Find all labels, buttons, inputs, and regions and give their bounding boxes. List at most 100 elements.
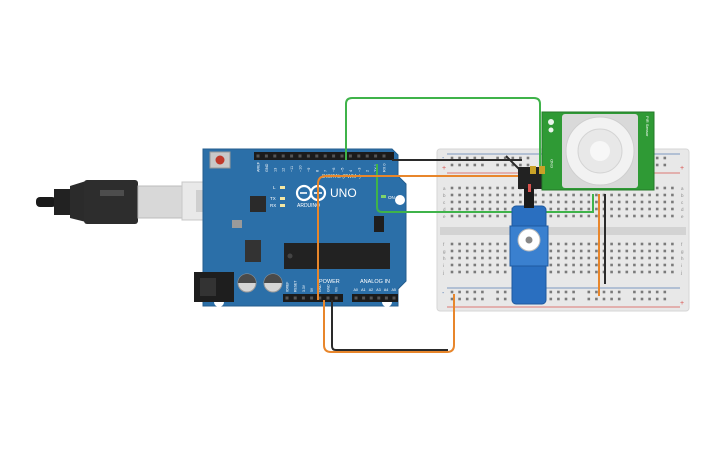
breadboard-hole[interactable] [458, 193, 461, 197]
breadboard-hole[interactable] [549, 263, 553, 267]
breadboard-hole[interactable] [610, 263, 613, 267]
breadboard-hole[interactable] [473, 186, 477, 190]
breadboard-hole[interactable] [557, 242, 560, 246]
rail-hole[interactable] [633, 290, 636, 294]
rail-hole[interactable] [617, 297, 621, 301]
rail-hole[interactable] [465, 156, 469, 160]
breadboard-hole[interactable] [450, 207, 454, 211]
breadboard-hole[interactable] [503, 200, 507, 204]
breadboard-hole[interactable] [648, 214, 651, 218]
breadboard-hole[interactable] [640, 270, 644, 274]
breadboard-hole[interactable] [633, 200, 636, 204]
breadboard-hole[interactable] [579, 200, 583, 204]
green-wire-servo[interactable] [376, 164, 594, 213]
breadboard-hole[interactable] [572, 270, 575, 274]
breadboard-hole[interactable] [671, 193, 674, 197]
rail-hole[interactable] [511, 156, 515, 160]
breadboard-hole[interactable] [564, 263, 568, 267]
breadboard-hole[interactable] [465, 263, 469, 267]
breadboard-hole[interactable] [465, 242, 469, 246]
breadboard-hole[interactable] [503, 242, 507, 246]
breadboard-hole[interactable] [496, 193, 499, 197]
breadboard-hole[interactable] [534, 193, 537, 197]
breadboard-hole[interactable] [595, 214, 598, 218]
analog-pin-hole[interactable] [384, 296, 388, 300]
rail-hole[interactable] [481, 290, 484, 294]
breadboard-hole[interactable] [655, 193, 659, 197]
breadboard-hole[interactable] [617, 242, 621, 246]
breadboard-hole[interactable] [564, 214, 568, 218]
breadboard-hole[interactable] [557, 263, 560, 267]
rail-hole[interactable] [564, 297, 568, 301]
rail-hole[interactable] [648, 297, 651, 301]
breadboard-hole[interactable] [481, 186, 484, 190]
rail-hole[interactable] [610, 297, 613, 301]
digital-pin-hole[interactable] [315, 154, 319, 158]
breadboard-hole[interactable] [572, 214, 575, 218]
breadboard-hole[interactable] [648, 242, 651, 246]
breadboard-hole[interactable] [648, 263, 651, 267]
rail-hole[interactable] [595, 290, 598, 294]
orange-wire-top[interactable] [317, 175, 540, 300]
analog-pin-hole[interactable] [392, 296, 396, 300]
rail-hole[interactable] [496, 297, 499, 301]
breadboard-hole[interactable] [579, 193, 583, 197]
digital-pin-hole[interactable] [298, 154, 302, 158]
breadboard-hole[interactable] [465, 200, 469, 204]
breadboard-hole[interactable] [648, 207, 651, 211]
breadboard-hole[interactable] [633, 256, 636, 260]
rail-hole[interactable] [655, 156, 659, 160]
breadboard-hole[interactable] [549, 242, 553, 246]
digital-pin-hole[interactable] [323, 154, 327, 158]
rail-hole[interactable] [572, 297, 575, 301]
breadboard-hole[interactable] [572, 249, 575, 253]
breadboard-hole[interactable] [511, 186, 515, 190]
digital-pin-hole[interactable] [365, 154, 369, 158]
breadboard-hole[interactable] [625, 214, 629, 218]
rail-hole[interactable] [496, 156, 499, 160]
digital-pin-hole[interactable] [281, 154, 285, 158]
breadboard-hole[interactable] [671, 270, 674, 274]
breadboard-hole[interactable] [488, 186, 492, 190]
rail-hole[interactable] [503, 163, 507, 167]
breadboard-hole[interactable] [564, 242, 568, 246]
pir-header-pins[interactable] [530, 166, 545, 174]
breadboard-hole[interactable] [549, 270, 553, 274]
breadboard-hole[interactable] [610, 193, 613, 197]
breadboard-hole[interactable] [595, 200, 598, 204]
breadboard-hole[interactable] [450, 186, 454, 190]
breadboard-hole[interactable] [587, 200, 591, 204]
rail-hole[interactable] [572, 290, 575, 294]
breadboard-hole[interactable] [671, 186, 674, 190]
breadboard-hole[interactable] [595, 207, 598, 211]
rail-hole[interactable] [564, 290, 568, 294]
green-wire-signal[interactable] [345, 97, 541, 170]
breadboard-hole[interactable] [549, 256, 553, 260]
breadboard-hole[interactable] [648, 256, 651, 260]
power-pin-hole[interactable] [334, 296, 338, 300]
rail-hole[interactable] [617, 290, 621, 294]
power-pin-hole[interactable] [301, 296, 305, 300]
breadboard-hole[interactable] [465, 256, 469, 260]
breadboard-hole[interactable] [557, 249, 560, 253]
breadboard-hole[interactable] [503, 186, 507, 190]
power-pin-hole[interactable] [285, 296, 289, 300]
breadboard-hole[interactable] [496, 242, 499, 246]
breadboard-hole[interactable] [465, 249, 469, 253]
breadboard-hole[interactable] [572, 200, 575, 204]
breadboard-hole[interactable] [557, 193, 560, 197]
rail-hole[interactable] [503, 156, 507, 160]
breadboard-hole[interactable] [481, 270, 484, 274]
breadboard-hole[interactable] [549, 249, 553, 253]
rail-hole[interactable] [473, 156, 477, 160]
digital-pin-hole[interactable] [332, 154, 336, 158]
rail-hole[interactable] [655, 297, 659, 301]
breadboard-hole[interactable] [595, 256, 598, 260]
breadboard-hole[interactable] [503, 263, 507, 267]
breadboard-hole[interactable] [663, 200, 667, 204]
breadboard-hole[interactable] [503, 207, 507, 211]
breadboard-hole[interactable] [625, 256, 629, 260]
breadboard-hole[interactable] [663, 249, 667, 253]
analog-header-pins[interactable] [354, 296, 396, 300]
breadboard-hole[interactable] [625, 242, 629, 246]
